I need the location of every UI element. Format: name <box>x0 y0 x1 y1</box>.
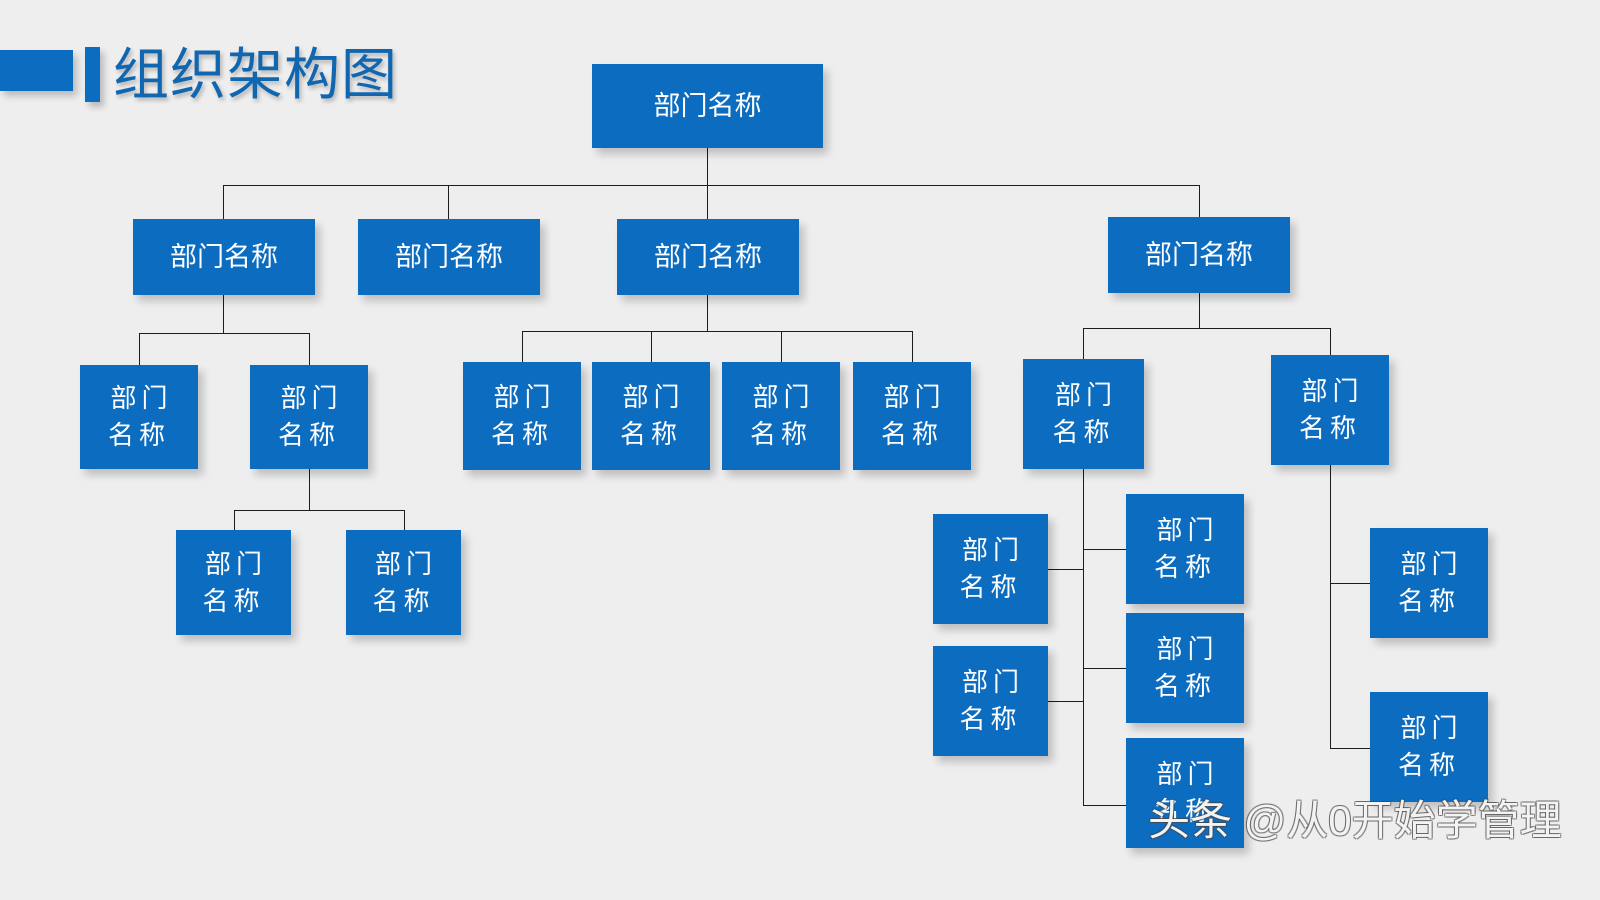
connector-l2-3-bus <box>522 331 912 332</box>
org-node[interactable]: 部门名称 <box>358 219 540 295</box>
connector-level2-drop-4 <box>1199 185 1200 217</box>
org-node[interactable]: 部门 名称 <box>250 365 368 469</box>
org-node[interactable]: 部门 名称 <box>933 646 1048 756</box>
org-node-label: 部门 名称 <box>959 535 1024 602</box>
connector-l2-4-bus <box>1083 328 1330 329</box>
org-node-label: 部门 名称 <box>202 548 267 616</box>
connector-l4-2-drop <box>404 510 405 530</box>
org-node-label: 部门 名称 <box>1153 515 1219 582</box>
slide-title-block: 组织架构图 <box>0 0 520 140</box>
connector-l3-2-drop <box>309 333 310 365</box>
org-node-label: 部门名称 <box>170 242 278 272</box>
connector-l4-4-branch <box>1048 701 1084 702</box>
connector-l2-1-drop <box>223 295 224 333</box>
org-node-label: 部门 名称 <box>372 548 437 616</box>
org-node[interactable]: 部门 名称 <box>722 362 840 470</box>
connector-l4-6-branch <box>1083 668 1127 669</box>
connector-level2-bus <box>223 185 1199 186</box>
org-node-label: 部门 名称 <box>1153 634 1219 701</box>
org-node-label: 部门 名称 <box>1298 376 1364 443</box>
connector-l3-5-drop <box>781 331 782 362</box>
org-node-label: 部门 名称 <box>880 382 946 449</box>
title-bar-accent <box>85 47 100 102</box>
connector-l3-2-child-drop <box>309 469 310 510</box>
title-square-accent <box>0 50 73 91</box>
org-node-label: 部门名称 <box>1145 240 1253 270</box>
org-node[interactable]: 部门 名称 <box>853 362 971 470</box>
connector-l3-4-drop <box>651 331 652 362</box>
connector-l3-1-drop <box>139 333 140 365</box>
org-node[interactable]: 部门 名称 <box>1370 528 1488 638</box>
page-title: 组织架构图 <box>113 43 398 106</box>
org-node[interactable]: 部门名称 <box>133 219 315 295</box>
connector-l2-1-bus <box>139 333 309 334</box>
org-node-label: 部门 名称 <box>749 382 815 449</box>
connector-l4-8-branch <box>1330 583 1371 584</box>
org-node[interactable]: 部门 名称 <box>933 514 1048 624</box>
org-node[interactable]: 部门 名称 <box>1023 359 1144 469</box>
org-node[interactable]: 部门名称 <box>617 219 799 295</box>
org-node[interactable]: 部门 名称 <box>592 362 710 470</box>
org-node[interactable]: 部门 名称 <box>80 365 198 469</box>
org-node[interactable]: 部门 名称 <box>463 362 581 470</box>
connector-l2-4-drop <box>1199 293 1200 328</box>
connector-l3-7-trunk <box>1083 469 1084 805</box>
connector-l4-1-drop <box>234 510 235 530</box>
connector-l2-3-drop <box>707 295 708 331</box>
org-node-label: 部门 名称 <box>1397 713 1463 780</box>
org-node-label: 部门名称 <box>653 91 762 121</box>
org-node-label: 部门名称 <box>654 242 762 272</box>
org-node-label: 部门 名称 <box>1153 759 1219 826</box>
org-node-label: 部门 名称 <box>107 383 173 450</box>
connector-l4-9-branch <box>1330 748 1371 749</box>
org-node[interactable]: 部门 名称 <box>1370 692 1488 802</box>
org-node-label: 部门名称 <box>395 242 503 272</box>
connector-root-drop <box>707 148 708 185</box>
connector-l4-7-branch <box>1083 805 1127 806</box>
org-node[interactable]: 部门 名称 <box>1126 613 1244 723</box>
org-node-label: 部门 名称 <box>490 382 556 449</box>
connector-l4-5-branch <box>1083 549 1127 550</box>
watermark: 头条 @从0开始学管理 <box>1148 797 1562 844</box>
org-node-label: 部门 名称 <box>1397 549 1463 616</box>
org-node-label: 部门 名称 <box>1052 380 1117 447</box>
connector-l3-7-drop <box>1083 328 1084 359</box>
connector-l3-8-trunk <box>1330 465 1331 748</box>
org-node-label: 部门 名称 <box>619 382 685 449</box>
org-node[interactable]: 部门名称 <box>592 64 823 148</box>
org-node[interactable]: 部门 名称 <box>1271 355 1389 465</box>
connector-l4-3-branch <box>1048 569 1084 570</box>
connector-level2-drop-1 <box>223 185 224 219</box>
connector-l3-3-drop <box>522 331 523 362</box>
org-node-label: 部门 名称 <box>959 667 1024 734</box>
org-node[interactable]: 部门 名称 <box>1126 738 1244 848</box>
connector-level2-drop-2 <box>448 185 449 219</box>
org-node[interactable]: 部门 名称 <box>176 530 291 635</box>
org-node[interactable]: 部门名称 <box>1108 217 1290 293</box>
org-node[interactable]: 部门 名称 <box>1126 494 1244 604</box>
org-node-label: 部门 名称 <box>277 383 343 450</box>
org-node[interactable]: 部门 名称 <box>346 530 461 635</box>
connector-level2-drop-3 <box>707 185 708 219</box>
connector-l3-8-drop <box>1330 328 1331 355</box>
connector-l3-2-child-bus <box>234 510 404 511</box>
connector-l3-6-drop <box>912 331 913 362</box>
